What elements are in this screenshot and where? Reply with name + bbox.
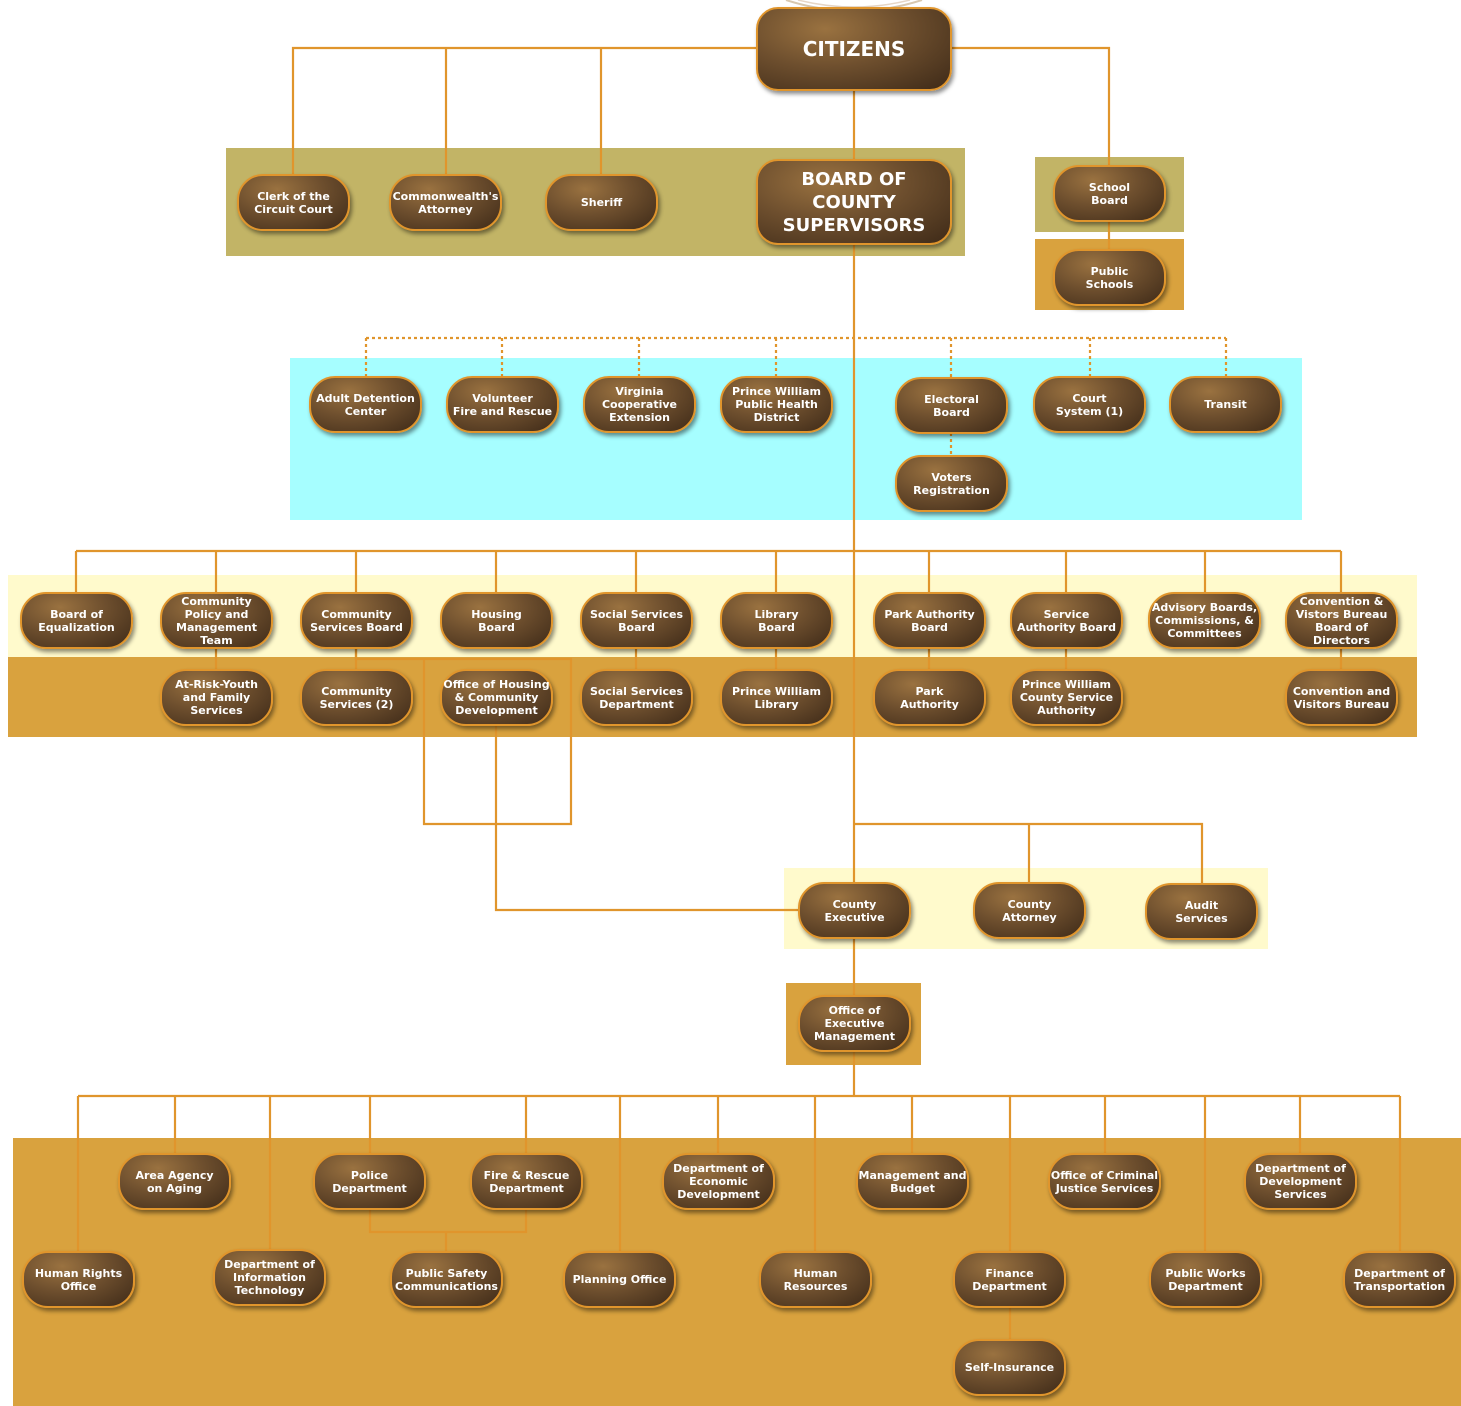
park-authority-board-node[interactable]: Park Authority Board	[873, 592, 986, 649]
human-resources-node[interactable]: Human Resources	[759, 1251, 872, 1308]
information-technology-node[interactable]: Department of Information Technology	[213, 1249, 326, 1306]
virginia-cooperative-extension-node[interactable]: Virginia Cooperative Extension	[583, 376, 696, 433]
pw-public-health-district-node[interactable]: Prince William Public Health District	[720, 376, 833, 433]
voters-registration-node[interactable]: Voters Registration	[895, 455, 1008, 512]
adult-detention-center-node[interactable]: Adult Detention Center	[309, 376, 422, 433]
sheriff-node[interactable]: Sheriff	[545, 174, 658, 231]
school-board-node[interactable]: School Board	[1053, 165, 1166, 222]
service-authority-board-node[interactable]: Service Authority Board	[1010, 592, 1123, 649]
office-of-housing-node[interactable]: Office of Housing & Community Developmen…	[440, 669, 553, 726]
volunteer-fire-rescue-node[interactable]: Volunteer Fire and Rescue	[446, 376, 559, 433]
social-services-board-node[interactable]: Social Services Board	[580, 592, 693, 649]
county-attorney-node[interactable]: County Attorney	[973, 882, 1086, 939]
transit-node[interactable]: Transit	[1169, 376, 1282, 433]
planning-office-node[interactable]: Planning Office	[563, 1251, 676, 1308]
development-services-node[interactable]: Department of Development Services	[1244, 1153, 1357, 1210]
convention-bureau-board-node[interactable]: Convention & Vistors Bureau Board of Dir…	[1285, 592, 1398, 649]
public-works-department-node[interactable]: Public Works Department	[1149, 1251, 1262, 1308]
park-authority-node[interactable]: Park Authority	[873, 669, 986, 726]
area-agency-on-aging-node[interactable]: Area Agency on Aging	[118, 1153, 231, 1210]
human-rights-office-node[interactable]: Human Rights Office	[22, 1251, 135, 1308]
convention-visitors-bureau-node[interactable]: Convention and Visitors Bureau	[1285, 669, 1398, 726]
pw-library-node[interactable]: Prince William Library	[720, 669, 833, 726]
audit-services-node[interactable]: Audit Services	[1145, 883, 1258, 940]
finance-department-node[interactable]: Finance Department	[953, 1251, 1066, 1308]
police-department-node[interactable]: Police Department	[313, 1153, 426, 1210]
board-of-equalization-node[interactable]: Board of Equalization	[20, 592, 133, 649]
economic-development-node[interactable]: Department of Economic Development	[662, 1153, 775, 1210]
public-schools-node[interactable]: Public Schools	[1053, 249, 1166, 306]
citizens-node[interactable]: CITIZENS	[756, 7, 952, 91]
clerk-circuit-court-node[interactable]: Clerk of the Circuit Court	[237, 174, 350, 231]
community-services-board-node[interactable]: Community Services Board	[300, 592, 413, 649]
self-insurance-node[interactable]: Self-Insurance	[953, 1339, 1066, 1396]
electoral-board-node[interactable]: Electoral Board	[895, 377, 1008, 434]
county-executive-node[interactable]: County Executive	[798, 882, 911, 939]
social-services-department-node[interactable]: Social Services Department	[580, 669, 693, 726]
board-of-county-supervisors-node[interactable]: BOARD OF COUNTY SUPERVISORS	[756, 159, 952, 245]
commonwealths-attorney-node[interactable]: Commonwealth's Attorney	[389, 174, 502, 231]
pw-county-service-authority-node[interactable]: Prince William County Service Authority	[1010, 669, 1123, 726]
at-risk-youth-node[interactable]: At-Risk-Youth and Family Services	[160, 669, 273, 726]
public-safety-communications-node[interactable]: Public Safety Communications	[390, 1251, 503, 1308]
fire-rescue-department-node[interactable]: Fire & Rescue Department	[470, 1153, 583, 1210]
library-board-node[interactable]: Library Board	[720, 592, 833, 649]
community-services-node[interactable]: Community Services (2)	[300, 669, 413, 726]
advisory-boards-node[interactable]: Advisory Boards, Commissions, & Committe…	[1148, 592, 1261, 649]
cpmt-node[interactable]: Community Policy and Management Team	[160, 592, 273, 649]
criminal-justice-services-node[interactable]: Office of Criminal Justice Services	[1048, 1153, 1161, 1210]
management-budget-node[interactable]: Management and Budget	[856, 1153, 969, 1210]
court-system-node[interactable]: Court System (1)	[1033, 376, 1146, 433]
office-of-executive-management-node[interactable]: Office of Executive Management	[798, 995, 911, 1052]
housing-board-node[interactable]: Housing Board	[440, 592, 553, 649]
transportation-department-node[interactable]: Department of Transportation	[1343, 1251, 1456, 1308]
